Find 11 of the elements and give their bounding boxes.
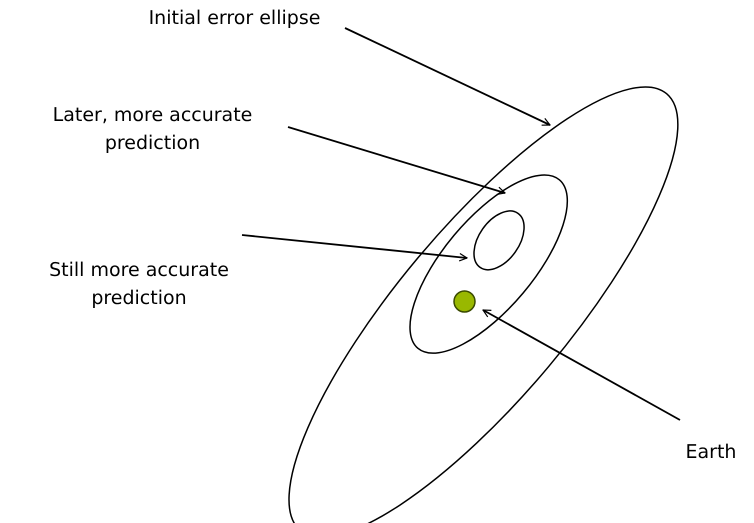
error-ellipse [410,174,568,354]
error-ellipse [474,210,524,270]
leader-line [242,234,468,262]
prediction-label: Still more accurate prediction [10,256,268,312]
ellipse-label: Initial error ellipse [112,4,357,32]
leader-line [344,27,551,126]
earth-dot [454,291,476,312]
earth-label: Earth [676,438,746,466]
leader-line [482,309,680,421]
leader-line [288,126,506,195]
prediction-label: Later, more accurate prediction [10,101,295,157]
